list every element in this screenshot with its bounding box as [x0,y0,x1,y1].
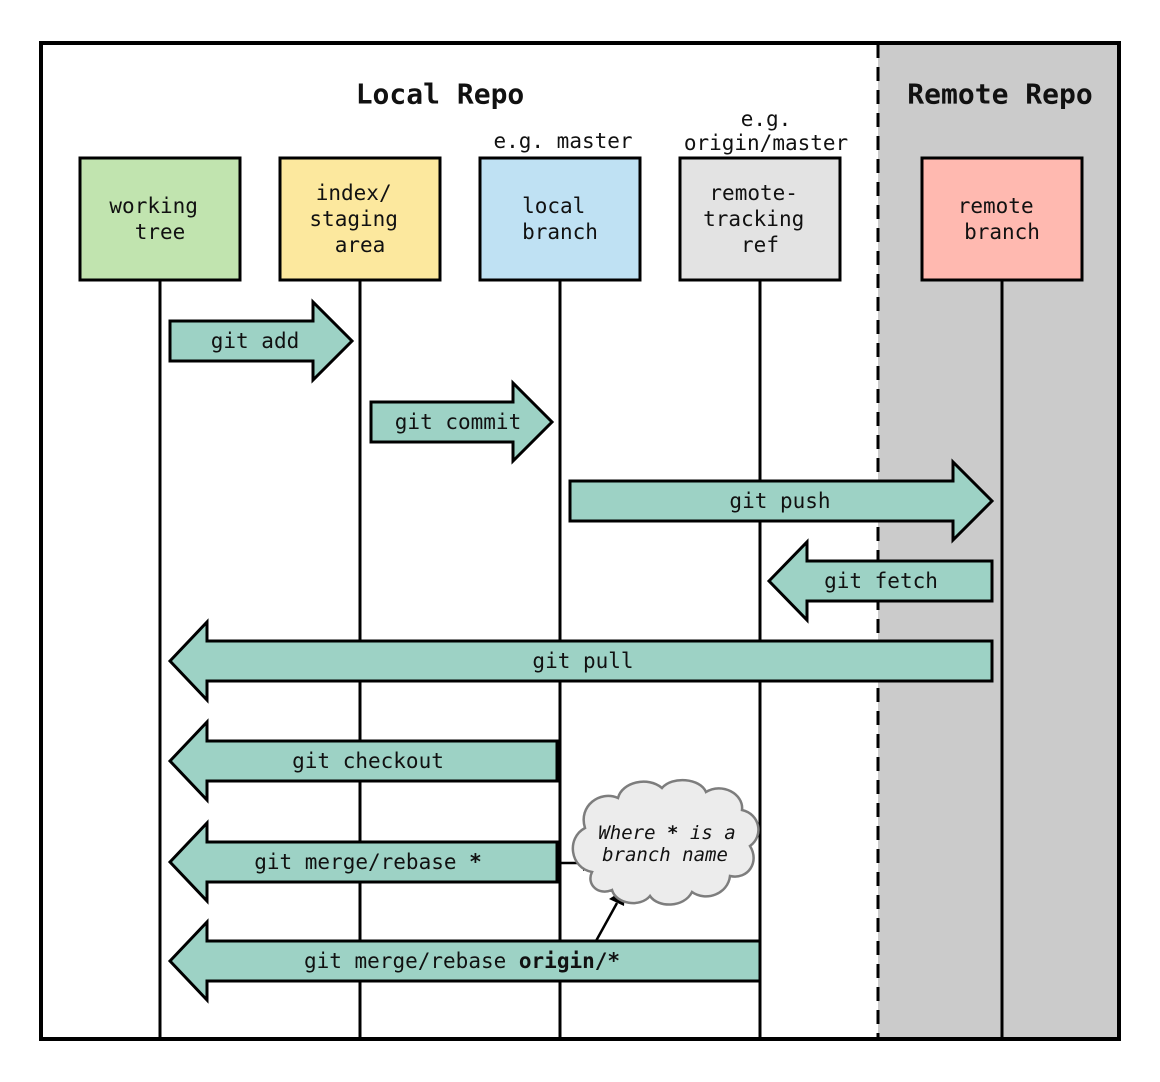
remote-repo-title: Remote Repo [907,78,1092,111]
merge-star-wildcard: * [469,850,482,874]
cloud-text-line1: Where * is a [598,822,735,844]
cloud-text-line2: branch name [602,844,728,866]
git-pull-arrow [167,618,994,704]
git-merge-rebase-star-label: git merge/rebase * [254,850,482,874]
eg-origin-value: origin/master [684,131,848,155]
label-line: tree [135,220,186,244]
label-line: branch [964,220,1040,244]
diagram-border [39,41,1121,1041]
remote-branch-label: remote branch [958,194,1047,244]
label-line: local [522,194,585,218]
cloud-line1-post: is a [678,822,735,844]
label-line: staging [309,207,398,231]
node-boxes [78,156,1084,282]
cloud-connector-line-2 [594,902,619,942]
eg-master-prefix: e.g. [493,129,556,153]
git-push-label: git push [729,489,830,513]
git-fetch-label: git fetch [824,569,938,593]
local-branch-box [478,156,642,282]
git-commit-arrow [369,379,555,465]
git-add-label: git add [211,329,300,353]
local-repo-title: Local Repo [356,78,525,111]
label-line: branch [522,220,598,244]
eg-master-value: master [557,129,633,153]
eg-master-label: e.g. master [493,129,632,153]
label-line: working [109,194,198,218]
git-pull-label: git pull [532,649,633,673]
tracking-ref-label: remote- tracking ref [703,181,817,257]
remote-branch-box [920,156,1084,282]
label-line: remote [958,194,1034,218]
eg-origin-prefix: e.g. [741,107,792,131]
label-line: area [335,233,386,257]
merge-star-prefix: git merge/rebase [254,850,469,874]
label-line: remote- [709,181,798,205]
git-checkout-arrow [167,718,559,804]
tracking-ref-box [678,156,842,282]
git-fetch-arrow [766,538,994,624]
staging-area-box [278,156,442,282]
git-commit-label: git commit [395,410,521,434]
git-merge-rebase-origin-label: git merge/rebase origin/* [304,949,620,973]
working-tree-label: working tree [109,194,210,244]
merge-origin-wildcard: origin/* [519,949,620,973]
git-add-arrow [168,298,355,384]
annotation-cloud [571,779,760,906]
staging-area-label: index/ staging area [309,181,410,257]
label-line: ref [741,233,779,257]
label-line: index/ [316,181,392,205]
command-arrows [167,298,995,1004]
cloud-line1-pre: Where [598,822,667,844]
git-push-arrow [568,458,995,544]
git-merge-rebase-origin-arrow [167,918,762,1004]
merge-origin-prefix: git merge/rebase [304,949,519,973]
git-checkout-label: git checkout [292,749,444,773]
cloud-line1-wildcard: * [667,822,678,844]
working-tree-box [78,156,242,282]
label-line: tracking [703,207,804,231]
local-branch-label: local branch [522,194,598,244]
